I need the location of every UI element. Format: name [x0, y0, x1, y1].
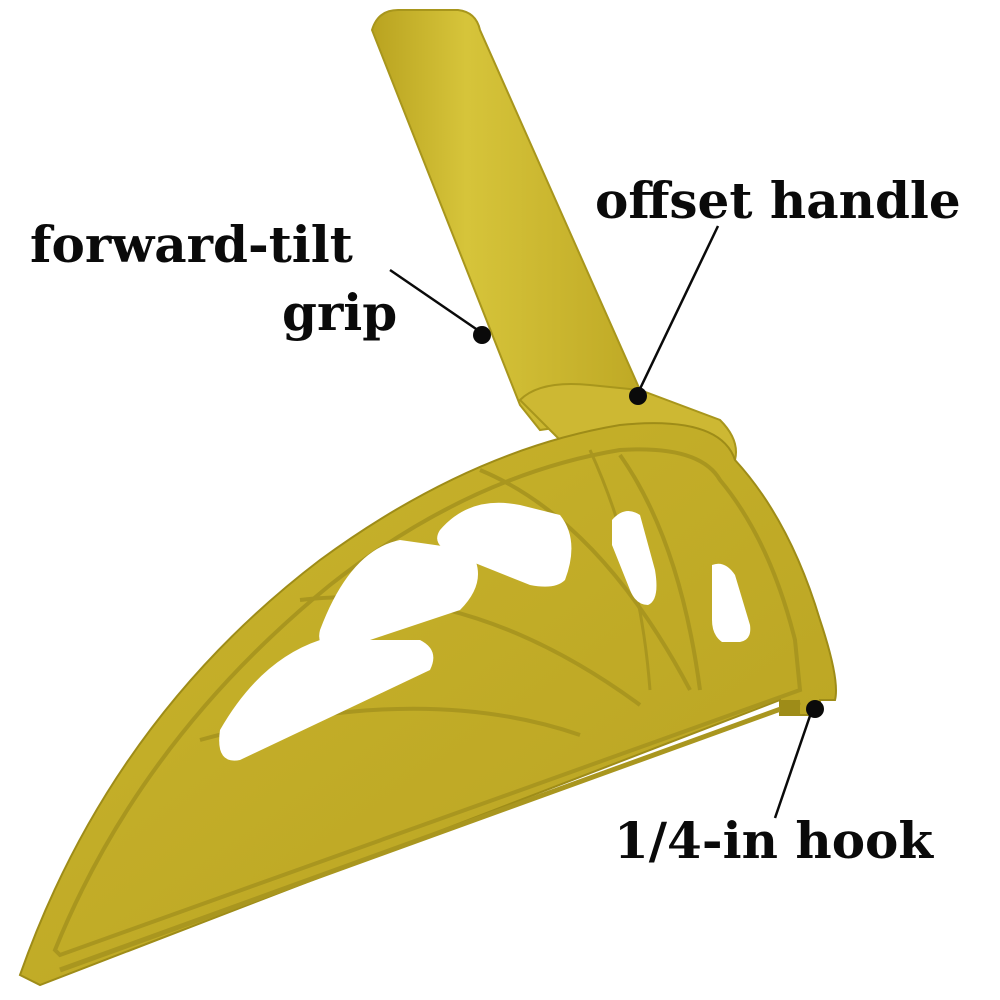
cutout-windows: [219, 502, 751, 761]
leader-line-grip: [389, 268, 483, 335]
leader-dot-hook: [806, 700, 824, 718]
callout-leaders: [389, 225, 824, 819]
hook-label: 1/4-in hook: [614, 811, 934, 870]
semicircle-body: [18, 422, 837, 987]
leader-dot-grip: [473, 326, 491, 344]
leader-line-hook: [773, 709, 814, 819]
offset-handle-label: offset handle: [595, 171, 961, 230]
leader-dot-offset: [629, 387, 647, 405]
leader-line-offset: [636, 225, 720, 394]
forward-tilt-label: forward-tilt: [30, 215, 353, 274]
grip-label: grip: [282, 283, 398, 342]
hook: [780, 700, 800, 715]
handle: [370, 9, 737, 462]
